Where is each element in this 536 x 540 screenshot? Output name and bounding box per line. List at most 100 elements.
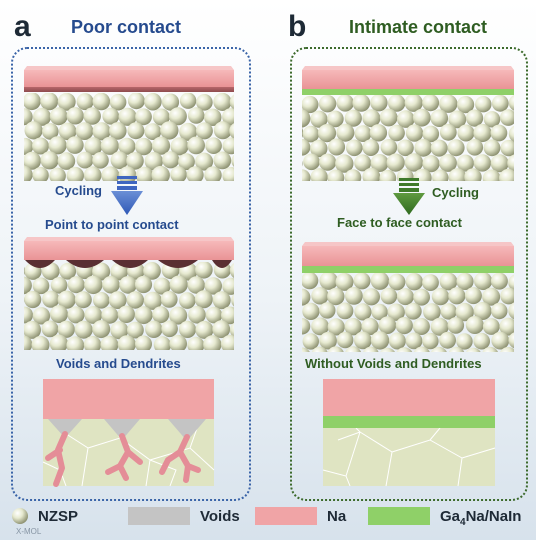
nzsp-particle [327, 346, 344, 352]
nzsp-particle [6, 123, 23, 140]
nzsp-particle [160, 291, 178, 308]
panel-a-interface-detail [42, 379, 215, 487]
nzsp-particle [302, 288, 311, 306]
nzsp-particle [222, 167, 234, 181]
nzsp-particle [67, 276, 85, 294]
nzsp-particle [204, 277, 222, 295]
nzsp-particle [6, 151, 24, 169]
panel-a-cycled-stack [24, 237, 234, 350]
nzsp-particle [221, 306, 234, 325]
legend-voids-label: Voids [200, 508, 240, 525]
nzsp-particle [404, 302, 422, 320]
nzsp-particle [396, 168, 414, 181]
nzsp-particle [466, 139, 484, 156]
nzsp-particle [430, 109, 449, 127]
nzsp-particle-layer [24, 262, 234, 350]
nzsp-particle-layer [302, 95, 514, 181]
nzsp-particle [337, 331, 354, 349]
nzsp-particle [473, 302, 492, 320]
nzsp-particle [134, 306, 153, 325]
nzsp-particle [48, 136, 67, 155]
nzsp-particle [92, 320, 111, 339]
nzsp-particle [229, 123, 234, 139]
nzsp-particle [84, 137, 103, 156]
na-foil-top-face [24, 237, 234, 241]
void-gap [212, 260, 232, 268]
nzsp-particle [229, 322, 234, 338]
nzsp-particle [319, 272, 338, 290]
legend-na-swatch [255, 507, 317, 525]
nzsp-particle [169, 275, 188, 294]
nzsp-particle [42, 123, 59, 140]
nzsp-particle [169, 306, 188, 325]
nzsp-particle [49, 107, 68, 126]
na-foil-top-face [302, 242, 514, 246]
nzsp-particle [422, 125, 440, 143]
nzsp-particle [117, 305, 135, 323]
na-layer-detail [323, 379, 495, 416]
nzsp-particle [178, 320, 197, 338]
nzsp-particle [127, 93, 145, 110]
nzsp-particle [126, 152, 144, 170]
nzsp-particle [354, 331, 372, 350]
nzsp-particle [439, 95, 458, 113]
nzsp-particle [388, 332, 406, 350]
nzsp-particle [456, 333, 473, 350]
nzsp-particle [152, 306, 170, 324]
nzsp-particle [336, 302, 354, 320]
nzsp-particle [24, 266, 25, 276]
nzsp-particle [457, 124, 475, 142]
nzsp-particle [117, 335, 136, 350]
alloy-interlayer [302, 266, 514, 273]
nzsp-particle [118, 107, 137, 126]
nzsp-particle [143, 262, 161, 280]
panel-b-initial-stack [302, 66, 514, 181]
nzsp-particle [161, 320, 178, 338]
nzsp-particle [311, 317, 329, 336]
nzsp-particle [491, 302, 508, 320]
nzsp-particle [134, 275, 153, 294]
nzsp-particle [345, 287, 363, 305]
nzsp-particle [404, 95, 423, 112]
nzsp-particle-layer [6, 93, 234, 181]
nzsp-particle [100, 335, 119, 350]
nzsp-particle [100, 136, 119, 155]
nzsp-particle [66, 136, 84, 154]
nzsp-particle [319, 331, 337, 350]
nzsp-particle [179, 93, 197, 109]
nzsp-particle [440, 303, 457, 320]
nzsp-particle [58, 122, 77, 141]
panel-a-contact-label: Point to point contact [45, 217, 179, 232]
nzsp-particle [396, 347, 413, 352]
nzsp-particle [110, 321, 129, 340]
nzsp-particle [379, 169, 397, 181]
nzsp-particle [24, 151, 41, 170]
panel-a-letter: a [14, 10, 31, 43]
nzsp-particle [283, 332, 301, 350]
nzsp-particle [59, 262, 77, 280]
nzsp-particle [151, 165, 170, 181]
nzsp-particle [212, 291, 231, 310]
nzsp-particle [448, 168, 467, 181]
nzsp-particle [412, 318, 430, 335]
nzsp-particle [362, 288, 380, 306]
nzsp-particle [431, 287, 450, 306]
nzsp-particle [302, 95, 319, 114]
nzsp-particle [448, 287, 466, 305]
nzsp-particle [362, 139, 380, 157]
nzsp-particle [24, 335, 33, 350]
nzsp-particle [170, 137, 189, 156]
nzsp-particle [370, 272, 390, 290]
nzsp-particle [145, 320, 163, 338]
nzsp-particle [205, 306, 223, 324]
nzsp-particle [92, 262, 111, 281]
nzsp-particle [483, 139, 501, 157]
nzsp-particle [354, 303, 372, 321]
nzsp-particle [302, 347, 310, 352]
nzsp-particle [430, 317, 449, 336]
nzsp-particle [284, 273, 300, 289]
panel-b-cycled-stack [283, 242, 514, 352]
panel-b-frame [290, 47, 528, 501]
nzsp-particle [168, 107, 187, 126]
